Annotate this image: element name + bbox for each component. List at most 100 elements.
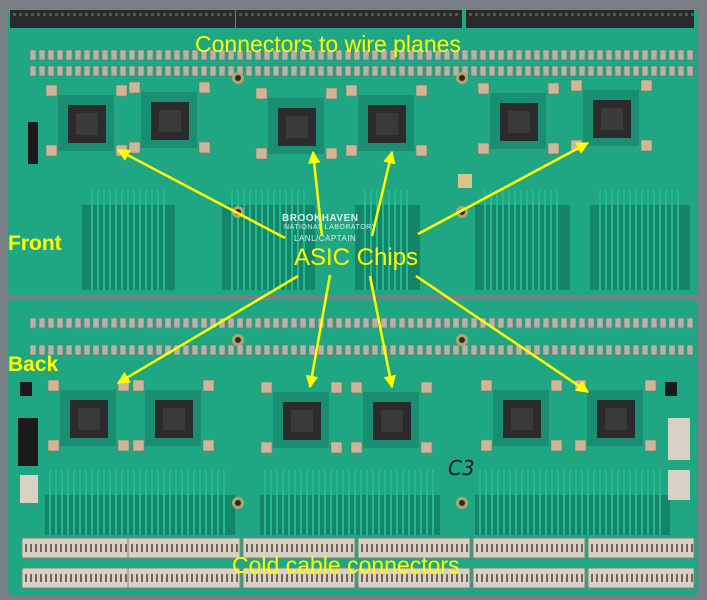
capacitor — [644, 439, 657, 452]
connector-pin — [671, 574, 673, 582]
resistor-front-top2 — [587, 65, 595, 77]
trace-fanout-back — [475, 495, 670, 535]
connector-pin — [601, 544, 603, 552]
resistor-front-top2 — [110, 65, 118, 77]
resistor-front-top2 — [362, 65, 370, 77]
resistor-front-top2 — [353, 65, 361, 77]
resistor-front-top2 — [677, 65, 685, 77]
resistor-back-top2 — [371, 344, 379, 356]
back-label: Back — [8, 353, 59, 376]
connector-pin — [491, 544, 493, 552]
resistor-back-top — [389, 317, 397, 329]
resistor-back-top2 — [587, 344, 595, 356]
connector-pin — [561, 574, 563, 582]
connector-pin — [286, 574, 288, 582]
header-pin — [317, 13, 320, 16]
connector-pin — [516, 544, 518, 552]
connector-pin — [361, 574, 363, 582]
resistor-back-top — [236, 317, 244, 329]
yellow-arrow — [368, 275, 396, 389]
header-pin — [61, 13, 64, 16]
connector-pin — [60, 574, 62, 582]
connector-pin — [536, 574, 538, 582]
resistor-back-top2 — [488, 344, 496, 356]
header-pin — [25, 13, 28, 16]
resistor-front-top — [281, 49, 289, 61]
resistor-front-top2 — [128, 65, 136, 77]
connector-pin — [416, 544, 418, 552]
resistor-back-top — [191, 317, 199, 329]
connector-pin — [201, 544, 203, 552]
resistor-back-top2 — [155, 344, 163, 356]
resistor-front-top — [110, 49, 118, 61]
connector-pin — [65, 574, 67, 582]
top-pin-header — [10, 10, 235, 28]
header-pin — [223, 13, 226, 16]
resistor-back-top2 — [668, 344, 676, 356]
connector-pin — [206, 574, 208, 582]
resistor-front-top2 — [272, 65, 280, 77]
header-pin — [565, 13, 568, 16]
header-pin — [595, 13, 598, 16]
connector-pin — [136, 574, 138, 582]
connector-pin — [216, 574, 218, 582]
resistor-front-top — [614, 49, 622, 61]
resistor-front-top2 — [29, 65, 37, 77]
brookhaven-logo: BROOKHAVEN — [282, 213, 359, 224]
resistor-front-top2 — [83, 65, 91, 77]
header-pin — [395, 13, 398, 16]
resistor-back-top — [569, 317, 577, 329]
resistor-back-top2 — [137, 344, 145, 356]
resistor-front-top — [119, 49, 127, 61]
header-pin — [601, 13, 604, 16]
resistor-back-top — [362, 317, 370, 329]
header-pin — [275, 13, 278, 16]
connector-pin — [90, 574, 92, 582]
resistor-back-top — [380, 317, 388, 329]
connector-pin — [110, 544, 112, 552]
capacitor — [350, 381, 363, 394]
resistor-back-top — [434, 317, 442, 329]
connector-pin — [341, 544, 343, 552]
connector-pin — [346, 544, 348, 552]
connector-pin — [221, 574, 223, 582]
connector-pin — [30, 544, 32, 552]
side-connector — [20, 475, 38, 503]
chip-marking — [381, 410, 403, 432]
header-pin — [67, 13, 70, 16]
connector-pin — [511, 574, 513, 582]
resistor-back-top2 — [335, 344, 343, 356]
connector-pin — [105, 574, 107, 582]
resistor-front-top2 — [560, 65, 568, 77]
resistor-back-top — [164, 317, 172, 329]
front-label: Front — [8, 232, 62, 255]
connector-pin — [636, 574, 638, 582]
header-pin — [437, 13, 440, 16]
resistor-front-top — [317, 49, 325, 61]
header-pin — [571, 13, 574, 16]
resistor-front-top2 — [542, 65, 550, 77]
resistor-back-top — [29, 317, 37, 329]
resistor-front-top2 — [659, 65, 667, 77]
header-pin — [287, 13, 290, 16]
chip-marking — [76, 113, 98, 135]
resistor-back-top2 — [263, 344, 271, 356]
resistor-front-top2 — [335, 65, 343, 77]
header-pin — [79, 13, 82, 16]
resistor-front-top2 — [227, 65, 235, 77]
header-pin — [199, 13, 202, 16]
header-pin — [269, 13, 272, 16]
header-pin — [383, 13, 386, 16]
resistor-back-top — [443, 317, 451, 329]
resistor-back-top — [641, 317, 649, 329]
resistor-front-top — [641, 49, 649, 61]
connector-pin — [25, 544, 27, 552]
capacitor — [198, 81, 211, 94]
connector-pin — [196, 544, 198, 552]
resistor-back-top — [308, 317, 316, 329]
resistor-front-top2 — [479, 65, 487, 77]
connector-pin — [376, 574, 378, 582]
connector-pin — [25, 574, 27, 582]
connector-pin — [501, 574, 503, 582]
resistor-front-top — [578, 49, 586, 61]
